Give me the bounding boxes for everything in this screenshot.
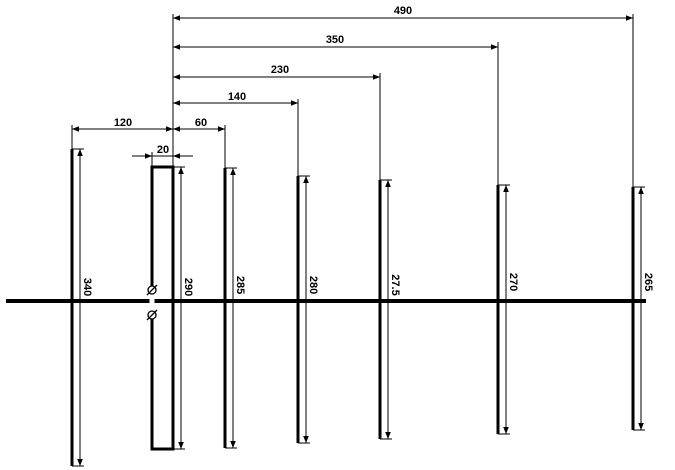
label-265: 265 — [642, 273, 654, 291]
label-285: 285 — [234, 276, 246, 294]
extension-lines — [71, 14, 645, 467]
label-230: 230 — [271, 64, 289, 76]
label-280: 280 — [307, 276, 319, 294]
label-270: 270 — [507, 273, 519, 291]
feed-point-icon — [146, 309, 158, 321]
label-490: 490 — [394, 5, 412, 17]
driven-element — [150, 165, 175, 451]
horizontal-dimension-lines — [72, 15, 633, 159]
vertical-dimension-lines — [77, 149, 644, 466]
feed-point-icon — [146, 284, 158, 296]
label-20: 20 — [157, 144, 169, 156]
label-350: 350 — [326, 34, 344, 46]
label-27-5: 27.5 — [389, 274, 401, 295]
label-60: 60 — [195, 117, 207, 129]
label-340: 340 — [81, 278, 93, 296]
label-140: 140 — [228, 91, 246, 103]
label-290: 290 — [182, 278, 194, 296]
label-120: 120 — [114, 117, 132, 129]
